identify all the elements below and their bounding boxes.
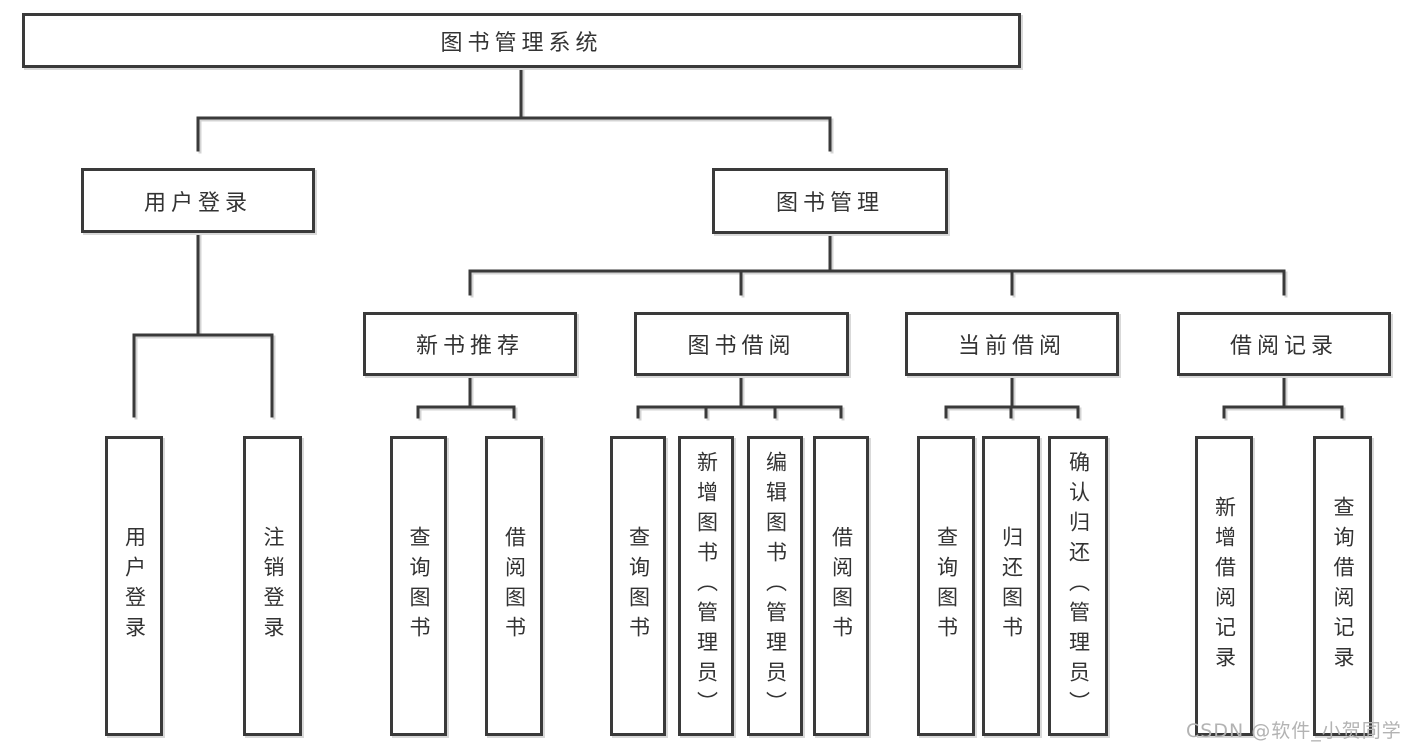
node-label: 新书推荐 bbox=[415, 334, 524, 359]
node-current-borrowing: 当前借阅 bbox=[905, 312, 1119, 376]
leaf-borrow-books-recommend: 借阅图书 bbox=[485, 436, 543, 736]
node-label: 图书管理 bbox=[775, 191, 884, 216]
leaf-label: 查询图书 bbox=[626, 526, 651, 646]
leaf-label: 查询借阅记录 bbox=[1331, 496, 1355, 676]
leaf-label: 查询图书 bbox=[407, 526, 431, 646]
node-label: 图书管理系统 bbox=[440, 30, 603, 56]
node-borrowing-records: 借阅记录 bbox=[1177, 312, 1391, 376]
leaf-label: 用户登录 bbox=[122, 526, 147, 646]
node-library-management-system: 图书管理系统 bbox=[22, 13, 1021, 68]
leaf-confirm-return-admin: 确认归还（管理员） bbox=[1048, 436, 1108, 736]
leaf-label: 编辑图书（管理员） bbox=[763, 451, 788, 721]
leaf-query-books-borrow: 查询图书 bbox=[610, 436, 666, 736]
leaf-label: 归还图书 bbox=[999, 526, 1024, 646]
node-user-login: 用户登录 bbox=[81, 168, 315, 233]
leaf-edit-books-admin: 编辑图书（管理员） bbox=[747, 436, 803, 736]
node-book-management: 图书管理 bbox=[712, 168, 948, 234]
leaf-add-borrow-record: 新增借阅记录 bbox=[1195, 436, 1253, 736]
leaf-label: 确认归还（管理员） bbox=[1066, 451, 1091, 721]
leaf-label: 借阅图书 bbox=[502, 526, 527, 646]
leaf-add-books-admin: 新增图书（管理员） bbox=[678, 436, 734, 736]
leaf-label: 新增图书（管理员） bbox=[694, 451, 719, 721]
leaf-borrow-books: 借阅图书 bbox=[813, 436, 869, 736]
node-label: 借阅记录 bbox=[1229, 334, 1338, 359]
leaf-query-borrow-record: 查询借阅记录 bbox=[1313, 436, 1372, 736]
leaf-user-login: 用户登录 bbox=[105, 436, 163, 736]
leaf-label: 新增借阅记录 bbox=[1212, 496, 1237, 676]
csdn-watermark: CSDN @软件_小贺同学 bbox=[1186, 720, 1402, 742]
leaf-label: 借阅图书 bbox=[829, 526, 854, 646]
node-book-borrowing: 图书借阅 bbox=[634, 312, 849, 376]
node-label: 图书借阅 bbox=[687, 334, 796, 359]
leaf-label: 注销登录 bbox=[261, 526, 285, 646]
leaf-label: 查询图书 bbox=[934, 526, 959, 646]
leaf-logout: 注销登录 bbox=[243, 436, 302, 736]
leaf-query-books-recommend: 查询图书 bbox=[390, 436, 447, 736]
node-new-book-recommendation: 新书推荐 bbox=[363, 312, 577, 376]
node-label: 当前借阅 bbox=[957, 334, 1066, 359]
leaf-return-books: 归还图书 bbox=[982, 436, 1040, 736]
node-label: 用户登录 bbox=[143, 190, 252, 216]
leaf-query-books-current: 查询图书 bbox=[917, 436, 975, 736]
